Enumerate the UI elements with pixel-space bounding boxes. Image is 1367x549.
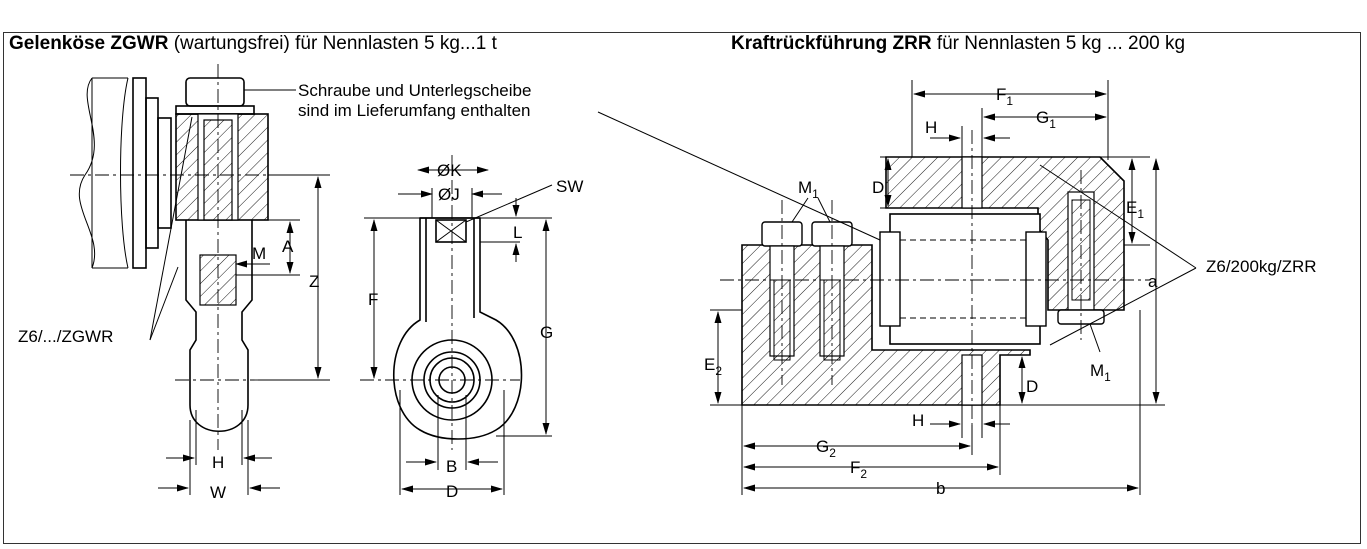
zgwr-side-view: Z A M H W Z6/.../ZGWR Sc — [18, 64, 531, 502]
dim-a: A — [282, 237, 294, 256]
dim-h-bottom: H — [912, 411, 924, 430]
dim-f2-sub: 2 — [860, 467, 867, 481]
load-cell-body — [889, 213, 1041, 345]
dim-e1-letter: E — [1126, 198, 1137, 217]
rod-end-outline — [393, 217, 523, 440]
sw-leader — [465, 184, 553, 223]
note-screw-line1: Schraube und Unterlegscheibe — [298, 81, 531, 100]
dim-sw: SW — [556, 177, 583, 196]
zgwr-front-view: ØK ØJ SW L F G B — [360, 155, 583, 501]
heading-zgwr-rest: (wartungsfrei) für Nennlasten 5 kg...1 t — [168, 33, 497, 54]
heading-zrr: Kraftrückführung ZRR für Nennlasten 5 kg… — [731, 34, 1185, 53]
shaft-outline — [92, 77, 128, 269]
dim-h-top: H — [925, 118, 937, 137]
dim-m1-top-letter: M — [798, 178, 812, 197]
dim-m1-bottom-sub: 1 — [1104, 370, 1111, 384]
rod-end-profile — [185, 220, 253, 433]
dim-b-right: b — [936, 479, 945, 498]
flange-hub — [157, 117, 172, 229]
dim-e1: E1 — [1126, 198, 1144, 221]
dim-b: B — [446, 457, 457, 476]
dim-g-left: G — [540, 323, 553, 342]
drawing-frame — [3, 32, 1361, 544]
zrr-leader-1 — [1039, 164, 1197, 269]
dim-h-left: H — [212, 453, 224, 472]
washer — [175, 105, 255, 115]
flange-step — [145, 97, 159, 249]
dim-g2-sub: 2 — [829, 446, 836, 460]
dim-g1-sub: 1 — [1049, 117, 1056, 131]
dim-g2: G2 — [816, 437, 836, 460]
screw-head — [185, 77, 245, 107]
m1-bottom-leader — [1089, 323, 1101, 353]
dim-f1: F1 — [996, 85, 1013, 108]
shaft-end-curve — [120, 77, 129, 269]
dim-m: M — [252, 244, 266, 263]
part-leader-left-2 — [149, 116, 193, 341]
zrr-leader-2 — [1049, 267, 1197, 346]
dim-f2: F2 — [850, 458, 867, 481]
dim-f-left: F — [368, 290, 378, 309]
m1-leader-2 — [817, 197, 831, 223]
hidden-lines-body — [900, 239, 1026, 319]
label-z6-zgwr: Z6/.../ZGWR — [18, 327, 113, 346]
dim-f1-sub: 1 — [1006, 94, 1013, 108]
dim-g1-letter: G — [1036, 108, 1049, 127]
m1-leader-1 — [791, 197, 809, 223]
dim-k: ØK — [437, 161, 462, 180]
dim-g1: G1 — [1036, 108, 1056, 131]
dim-a-right: a — [1148, 272, 1158, 291]
cap-right — [1025, 231, 1047, 327]
flange — [132, 77, 147, 269]
dim-j: ØJ — [438, 185, 460, 204]
heading-zgwr: Gelenköse ZGWR (wartungsfrei) für Nennla… — [9, 34, 497, 53]
wrench-flat — [435, 219, 467, 243]
cap-left — [879, 231, 901, 327]
dim-e2: E2 — [704, 355, 722, 378]
dim-w: W — [210, 483, 226, 502]
screw-note-leader-right — [597, 111, 881, 241]
dim-z: Z — [309, 272, 319, 291]
dim-m1-top: M1 — [798, 178, 819, 201]
dim-m1-top-sub: 1 — [812, 187, 819, 201]
heading-zrr-bold: Kraftrückführung ZRR — [731, 33, 932, 54]
dim-g2-letter: G — [816, 437, 829, 456]
heading-zrr-rest: für Nennlasten 5 kg ... 200 kg — [931, 33, 1186, 54]
zrr-section-view: F1 G1 H D M1 E1 a — [597, 80, 1317, 498]
dim-f1-letter: F — [996, 85, 1006, 104]
note-screw-line2: sind im Lieferumfang enthalten — [298, 101, 530, 120]
label-z6-zrr: Z6/200kg/ZRR — [1206, 257, 1317, 276]
dim-m1-bottom: M1 — [1090, 361, 1111, 384]
dim-l: L — [513, 223, 522, 242]
shaft-break-left — [78, 77, 96, 269]
dim-d-bottom: D — [1026, 377, 1038, 396]
dim-d-top: D — [872, 178, 884, 197]
rod-end-neck — [420, 217, 480, 322]
dim-m1-bottom-letter: M — [1090, 361, 1104, 380]
heading-zgwr-bold: Gelenköse ZGWR — [9, 33, 169, 54]
dim-e2-sub: 2 — [715, 364, 722, 378]
dim-d-left: D — [446, 482, 458, 501]
dim-e1-sub: 1 — [1137, 207, 1144, 221]
wrench-flat-cross — [435, 219, 467, 243]
dim-e2-letter: E — [704, 355, 715, 374]
part-leader-left — [149, 266, 179, 341]
dim-f2-letter: F — [850, 458, 860, 477]
